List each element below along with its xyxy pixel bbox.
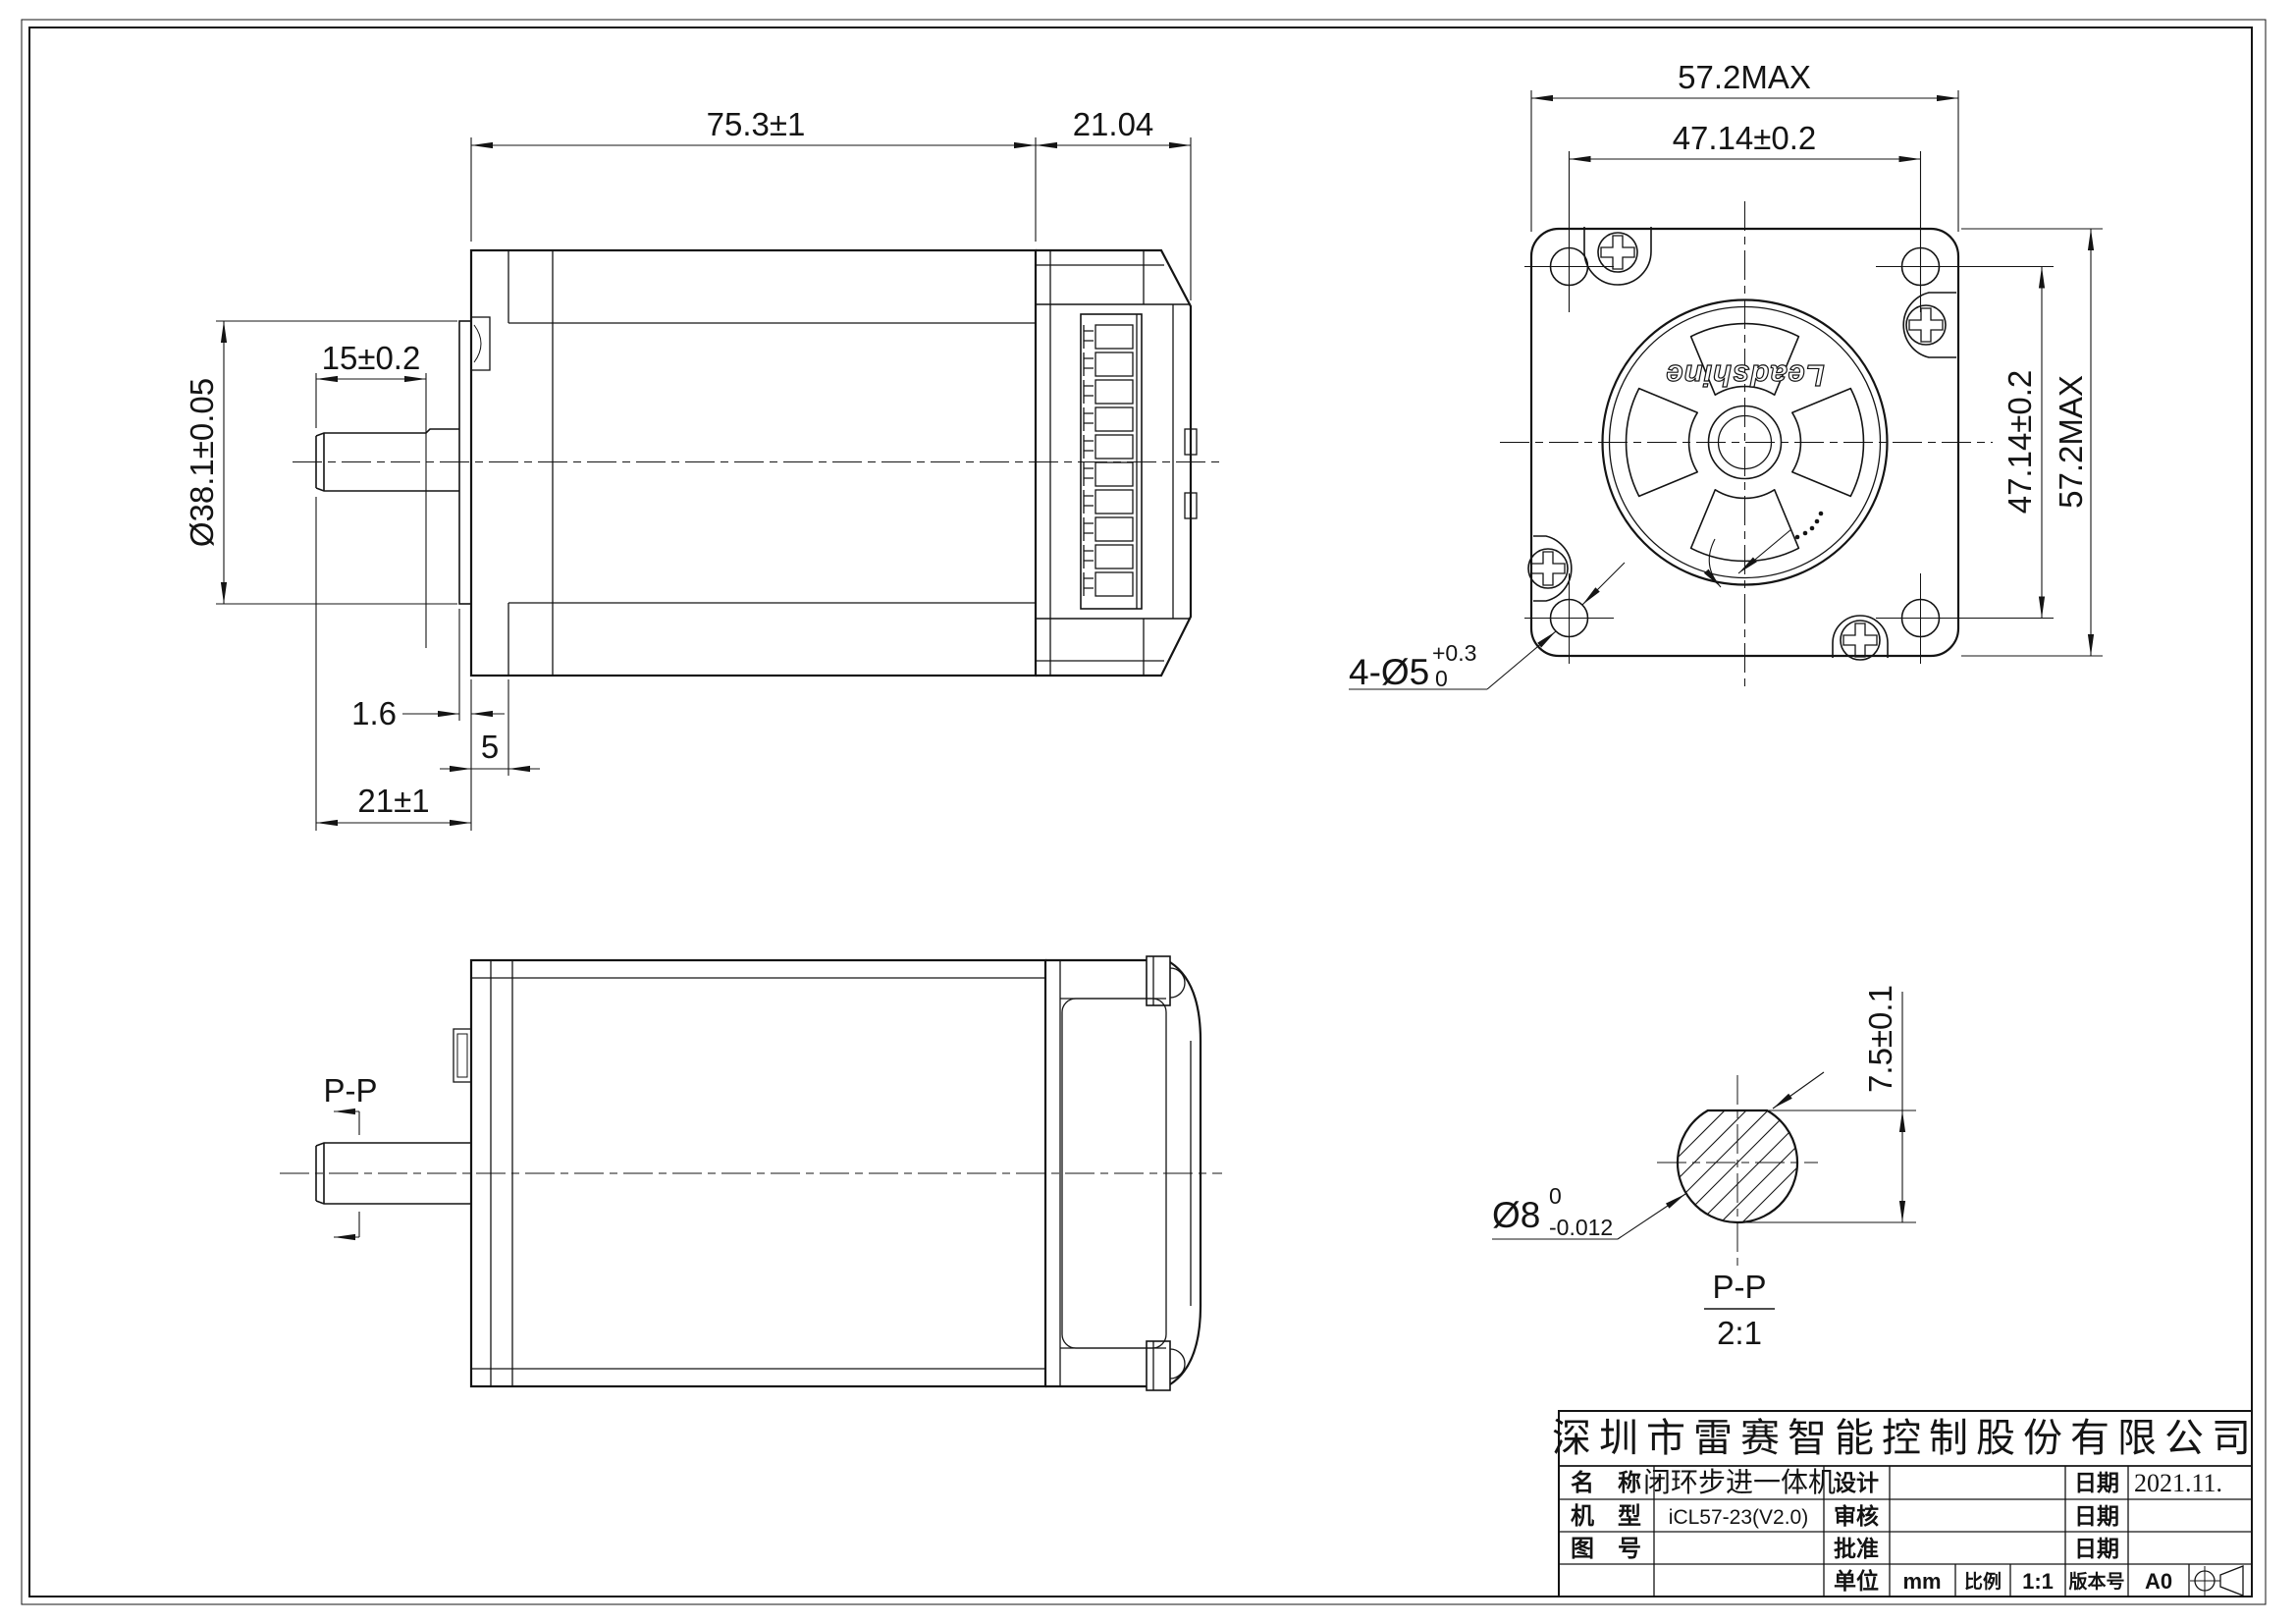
mounting-holes [1524, 246, 1941, 664]
title-block: 深圳市雷赛智能控制股份有限公司 名 称 闭环步进一体机 机 型 iCL57-23… [1552, 1410, 2259, 1597]
name-label: 名 称 [1571, 1469, 1641, 1496]
connector-cap [1036, 248, 1198, 677]
leadshine-logo: Leadshine [1665, 358, 1824, 393]
scale-label: 比例 [1964, 1570, 2002, 1593]
model-label: 机 型 [1571, 1503, 1641, 1530]
pilot-boss [458, 320, 472, 605]
name-value: 闭环步进一体机 [1643, 1467, 1836, 1497]
motor-body-outline-2 [469, 958, 1047, 1388]
motor-shaft [315, 428, 459, 492]
dim-flat-height: 7.5±0.1 [1862, 985, 1898, 1093]
shaft-section-outline [1676, 1109, 1799, 1224]
scale-value: 1:1 [2022, 1569, 2054, 1594]
design-label: 设计 [1834, 1470, 1879, 1495]
dim-shaft-flat: 15±0.2 [322, 340, 421, 376]
dim-hole-pitch-right: 47.14±0.2 [2002, 370, 2038, 514]
terminal-block [1080, 313, 1143, 610]
view-front-face: Leadshine [1349, 59, 2103, 692]
version-value: A0 [2145, 1569, 2172, 1594]
section-mark-label: P-P [323, 1072, 377, 1109]
motor-body-details-2 [471, 960, 1045, 1386]
dim-hole-pitch-top: 47.14±0.2 [1673, 120, 1817, 156]
dim-shaft-length: 21±1 [357, 783, 429, 819]
drawing-no-label: 图 号 [1571, 1536, 1641, 1562]
hole-callout-upper-tol: +0.3 [1432, 640, 1476, 666]
rear-cap-side [1045, 955, 1202, 1391]
motor-body-outline [469, 248, 1038, 677]
dim-step: 5 [481, 729, 499, 765]
company-name: 深圳市雷赛智能控制股份有限公司 [1552, 1417, 2259, 1460]
dim-height-max: 57.2MAX [2053, 375, 2089, 509]
projection-symbol-icon [2190, 1565, 2244, 1597]
date-label-3: 日期 [2074, 1536, 2119, 1561]
screw-bottom-left [1527, 535, 1573, 602]
date-label-1: 日期 [2074, 1470, 2119, 1495]
side-view-dimensions: 75.3±1 21.04 15±0.2 Ø38.1±0.05 1.6 5 21±… [184, 106, 1192, 831]
model-value: iCL57-23(V2.0) [1669, 1506, 1808, 1529]
motor-body-details [507, 250, 1036, 676]
dim-width-max: 57.2MAX [1678, 59, 1811, 95]
section-plane-marks: P-P [323, 1072, 378, 1241]
hole-callout-lower-tol: 0 [1435, 666, 1448, 691]
drawing-frame [21, 19, 2267, 1605]
dim-pilot-depth: 1.6 [351, 695, 397, 731]
dotted-trail [1794, 511, 1824, 540]
dim-body-length: 75.3±1 [707, 106, 806, 142]
flange-outline [1529, 227, 1960, 658]
dim-pilot-diameter: Ø38.1±0.05 [184, 378, 220, 547]
section-title: P-P 2:1 [1704, 1269, 1775, 1351]
front-cover: Leadshine [1601, 298, 1889, 588]
shaft-callout-upper-tol: 0 [1549, 1183, 1562, 1209]
version-label: 版本号 [2068, 1570, 2124, 1593]
screw-top-right [1902, 292, 1956, 358]
cover-latch [470, 316, 491, 371]
screw-bottom-right [1832, 615, 1889, 661]
rotation-direction-arrows [1703, 511, 1824, 588]
section-scale: 2:1 [1717, 1315, 1762, 1351]
screw-top-left [1583, 227, 1652, 286]
motor-shaft-2 [315, 1142, 471, 1205]
dim-cap-length: 21.04 [1073, 106, 1154, 142]
approve-label: 批准 [1834, 1536, 1879, 1561]
view-side-connector: 75.3±1 21.04 15±0.2 Ø38.1±0.05 1.6 5 21±… [184, 106, 1219, 831]
shaft-callout-lower-tol: -0.012 [1549, 1215, 1613, 1240]
hole-callout: 4-Ø5 +0.3 0 [1349, 640, 1476, 692]
view-side-section-plane: P-P [280, 955, 1222, 1391]
section-hatching [1677, 1110, 1797, 1222]
section-dimensions: 7.5±0.1 Ø8 0 -0.012 [1492, 985, 1916, 1240]
section-label: P-P [1712, 1269, 1766, 1305]
front-view-dimensions: 57.2MAX 47.14±0.2 47.14±0.2 57.2MAX 4-Ø5… [1349, 59, 2103, 692]
unit-label: 单位 [1834, 1568, 1879, 1594]
terminal-contacts [1083, 325, 1094, 596]
view-section-pp: 7.5±0.1 Ø8 0 -0.012 P-P 2:1 [1492, 985, 1916, 1351]
date-value-1: 2021.11. [2134, 1469, 2222, 1497]
date-label-2: 日期 [2074, 1503, 2119, 1529]
side-latch [453, 1028, 472, 1083]
review-label: 审核 [1834, 1503, 1879, 1529]
unit-value: mm [1902, 1569, 1941, 1594]
terminal-cells [1095, 324, 1134, 597]
shaft-callout-text: Ø8 [1492, 1195, 1540, 1235]
cover-screws [1527, 227, 1956, 661]
hole-callout-text: 4-Ø5 [1349, 652, 1429, 692]
